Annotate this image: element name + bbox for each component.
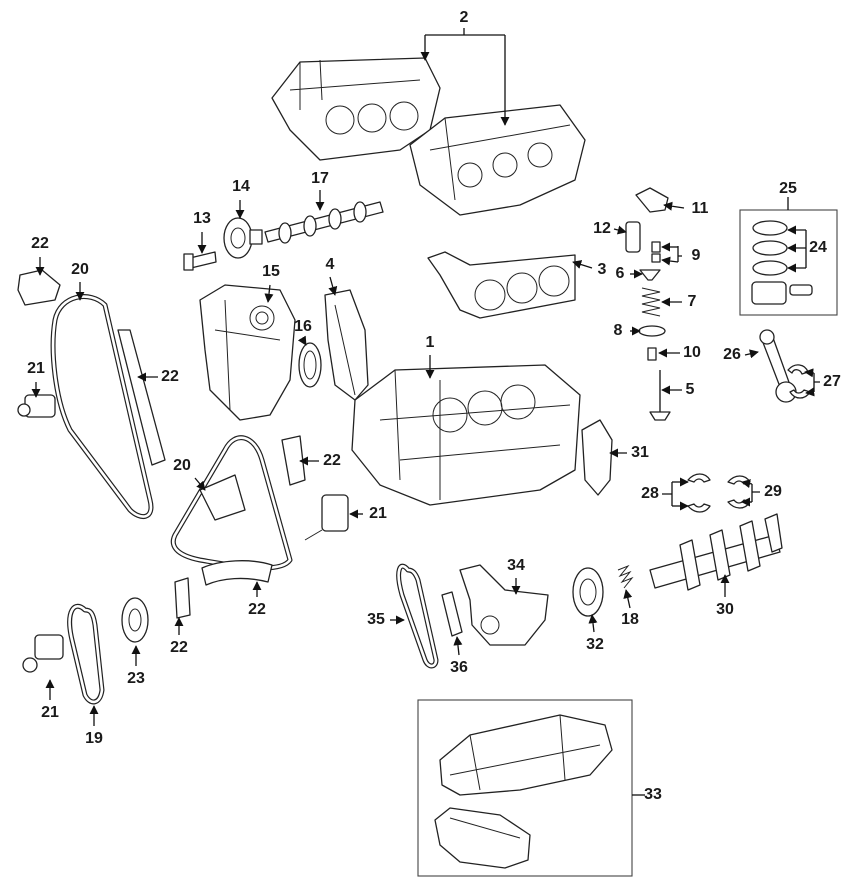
callout-7: 7 [688, 293, 697, 310]
callout-24: 24 [809, 239, 827, 256]
callout-22-guide: 22 [161, 368, 179, 385]
crank-pulley [572, 567, 604, 617]
callout-20-lower: 20 [173, 457, 191, 474]
callout-9: 9 [692, 247, 701, 264]
callout-19: 19 [85, 730, 103, 747]
callout-30: 30 [716, 601, 734, 618]
engine-block [351, 364, 581, 506]
cylinder-head-right [409, 104, 586, 216]
callout-34: 34 [507, 557, 525, 574]
callout-2: 2 [460, 9, 469, 26]
callout-5: 5 [686, 381, 695, 398]
tensioner-mid [304, 494, 349, 541]
callout-8: 8 [614, 322, 623, 339]
valve-seal [647, 347, 657, 361]
rocker-arm [635, 187, 669, 213]
head-gasket [427, 251, 576, 319]
damper-spring [617, 564, 634, 589]
tensioner-upper [17, 394, 56, 418]
valve-keepers [651, 241, 661, 263]
chain-guide-top-left [17, 269, 61, 306]
spring-retainer [639, 269, 661, 281]
callout-26: 26 [723, 346, 741, 363]
valve-spring [641, 287, 661, 317]
rod-bearings [787, 364, 811, 399]
callout-11: 11 [692, 200, 709, 217]
main-bearings [687, 473, 711, 513]
cover-gasket [324, 289, 369, 401]
timing-chain-upper [50, 294, 154, 519]
crankshaft [649, 513, 783, 591]
callout-13: 13 [193, 210, 211, 227]
callout-22-mid: 22 [323, 452, 341, 469]
timing-cover [199, 284, 296, 421]
connecting-rod [759, 329, 797, 403]
chain-guide-mid [281, 435, 306, 486]
callout-25: 25 [779, 180, 797, 197]
leader-lines [31, 28, 820, 796]
callout-4: 4 [326, 256, 335, 273]
rear-cover [581, 419, 613, 496]
lash-adjuster [625, 221, 641, 253]
callout-21-upper: 21 [27, 360, 45, 377]
piston-rings [752, 220, 788, 276]
crank-sprocket [121, 597, 149, 643]
callout-12: 12 [593, 220, 611, 237]
callout-15: 15 [262, 263, 280, 280]
callout-10: 10 [683, 344, 701, 361]
callout-29: 29 [764, 483, 782, 500]
callout-14: 14 [232, 178, 250, 195]
callout-17: 17 [311, 170, 329, 187]
tensioner-lower [22, 634, 64, 673]
callout-22-top: 22 [31, 235, 49, 252]
callout-32: 32 [586, 636, 604, 653]
callout-22-small: 22 [170, 639, 188, 656]
camshaft [264, 201, 384, 244]
callout-3: 3 [598, 261, 607, 278]
spring-seat [638, 325, 666, 337]
callout-23: 23 [127, 670, 145, 687]
oil-pan-box [417, 699, 633, 877]
oil-pump [459, 564, 549, 646]
thrust-washers [727, 475, 751, 509]
callout-36: 36 [450, 659, 468, 676]
oil-pump-chain-guide [441, 591, 463, 637]
callout-labels: 2 1 3 4 5 6 7 8 9 10 11 12 13 14 15 16 1… [27, 9, 841, 803]
chain-guide-long [117, 329, 166, 466]
piston [751, 281, 813, 305]
oil-pan-upper [439, 714, 613, 796]
front-seal-inner [303, 350, 317, 380]
chain-guide-lower [201, 560, 273, 586]
callout-31: 31 [631, 444, 649, 461]
oil-pump-chain [396, 563, 439, 669]
callout-1: 1 [426, 334, 435, 351]
callout-33: 33 [644, 786, 662, 803]
cam-adjuster [223, 217, 263, 259]
front-seal [298, 342, 322, 388]
callout-21-lower: 21 [41, 704, 59, 721]
callout-16: 16 [294, 318, 312, 335]
callout-27: 27 [823, 373, 841, 390]
chain-guide-small [174, 577, 191, 619]
cam-bolt [183, 251, 217, 271]
valve [649, 370, 671, 421]
balance-chain [67, 603, 105, 705]
callout-20-upper: 20 [71, 261, 89, 278]
callout-35: 35 [367, 611, 385, 628]
callout-6: 6 [616, 265, 625, 282]
callout-28: 28 [641, 485, 659, 502]
callout-21-mid: 21 [369, 505, 387, 522]
callout-22-lower: 22 [248, 601, 266, 618]
oil-pan-lower [434, 807, 531, 869]
callout-18: 18 [621, 611, 639, 628]
